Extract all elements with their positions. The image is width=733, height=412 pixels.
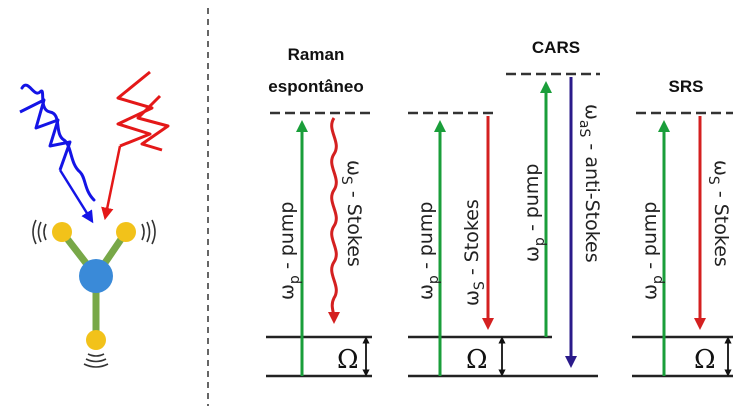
pump-label: ωp - pump [639,202,666,300]
omega-symbol: Ω [694,345,716,375]
stokes-label: ωS - Stokes [461,199,488,306]
stokes-label: ωS - Stokes [705,160,732,267]
panel-title-line: espontâneo [268,77,363,96]
atom-bottom [86,330,106,350]
vibration-marks [32,219,156,368]
atom-right [116,222,136,242]
pump-label: ωp - pump [276,202,303,300]
stokes-label: ωS - Stokes [338,160,365,267]
molecule-illustration [19,70,170,368]
blue-incident-wave [20,83,96,202]
atom-left [52,222,72,242]
panel-cars: CARS ωp - pump ωS - Stokes ωp - pump ωaS… [408,38,603,378]
pump-label-2: ωp - pump [521,164,548,262]
omega-symbol: Ω [466,345,488,375]
red-scattered-wave [116,70,154,148]
omega-symbol: Ω [337,345,359,375]
anti-stokes-label: ωaS - anti-Stokes [576,104,603,263]
panel-srs: SRS ωp - pump ωS - Stokes Ω [632,77,733,378]
stokes-wavy-arrow [327,117,340,324]
center-atom [79,259,113,293]
pump-label-1: ωp - pump [415,202,442,300]
panel-raman-espontaneo: Raman espontâneo ωp - pump ωS - Stokes Ω [266,45,372,378]
panel-title: SRS [669,77,704,96]
panel-title: CARS [532,38,580,57]
panel-title-line: Raman [288,45,345,64]
